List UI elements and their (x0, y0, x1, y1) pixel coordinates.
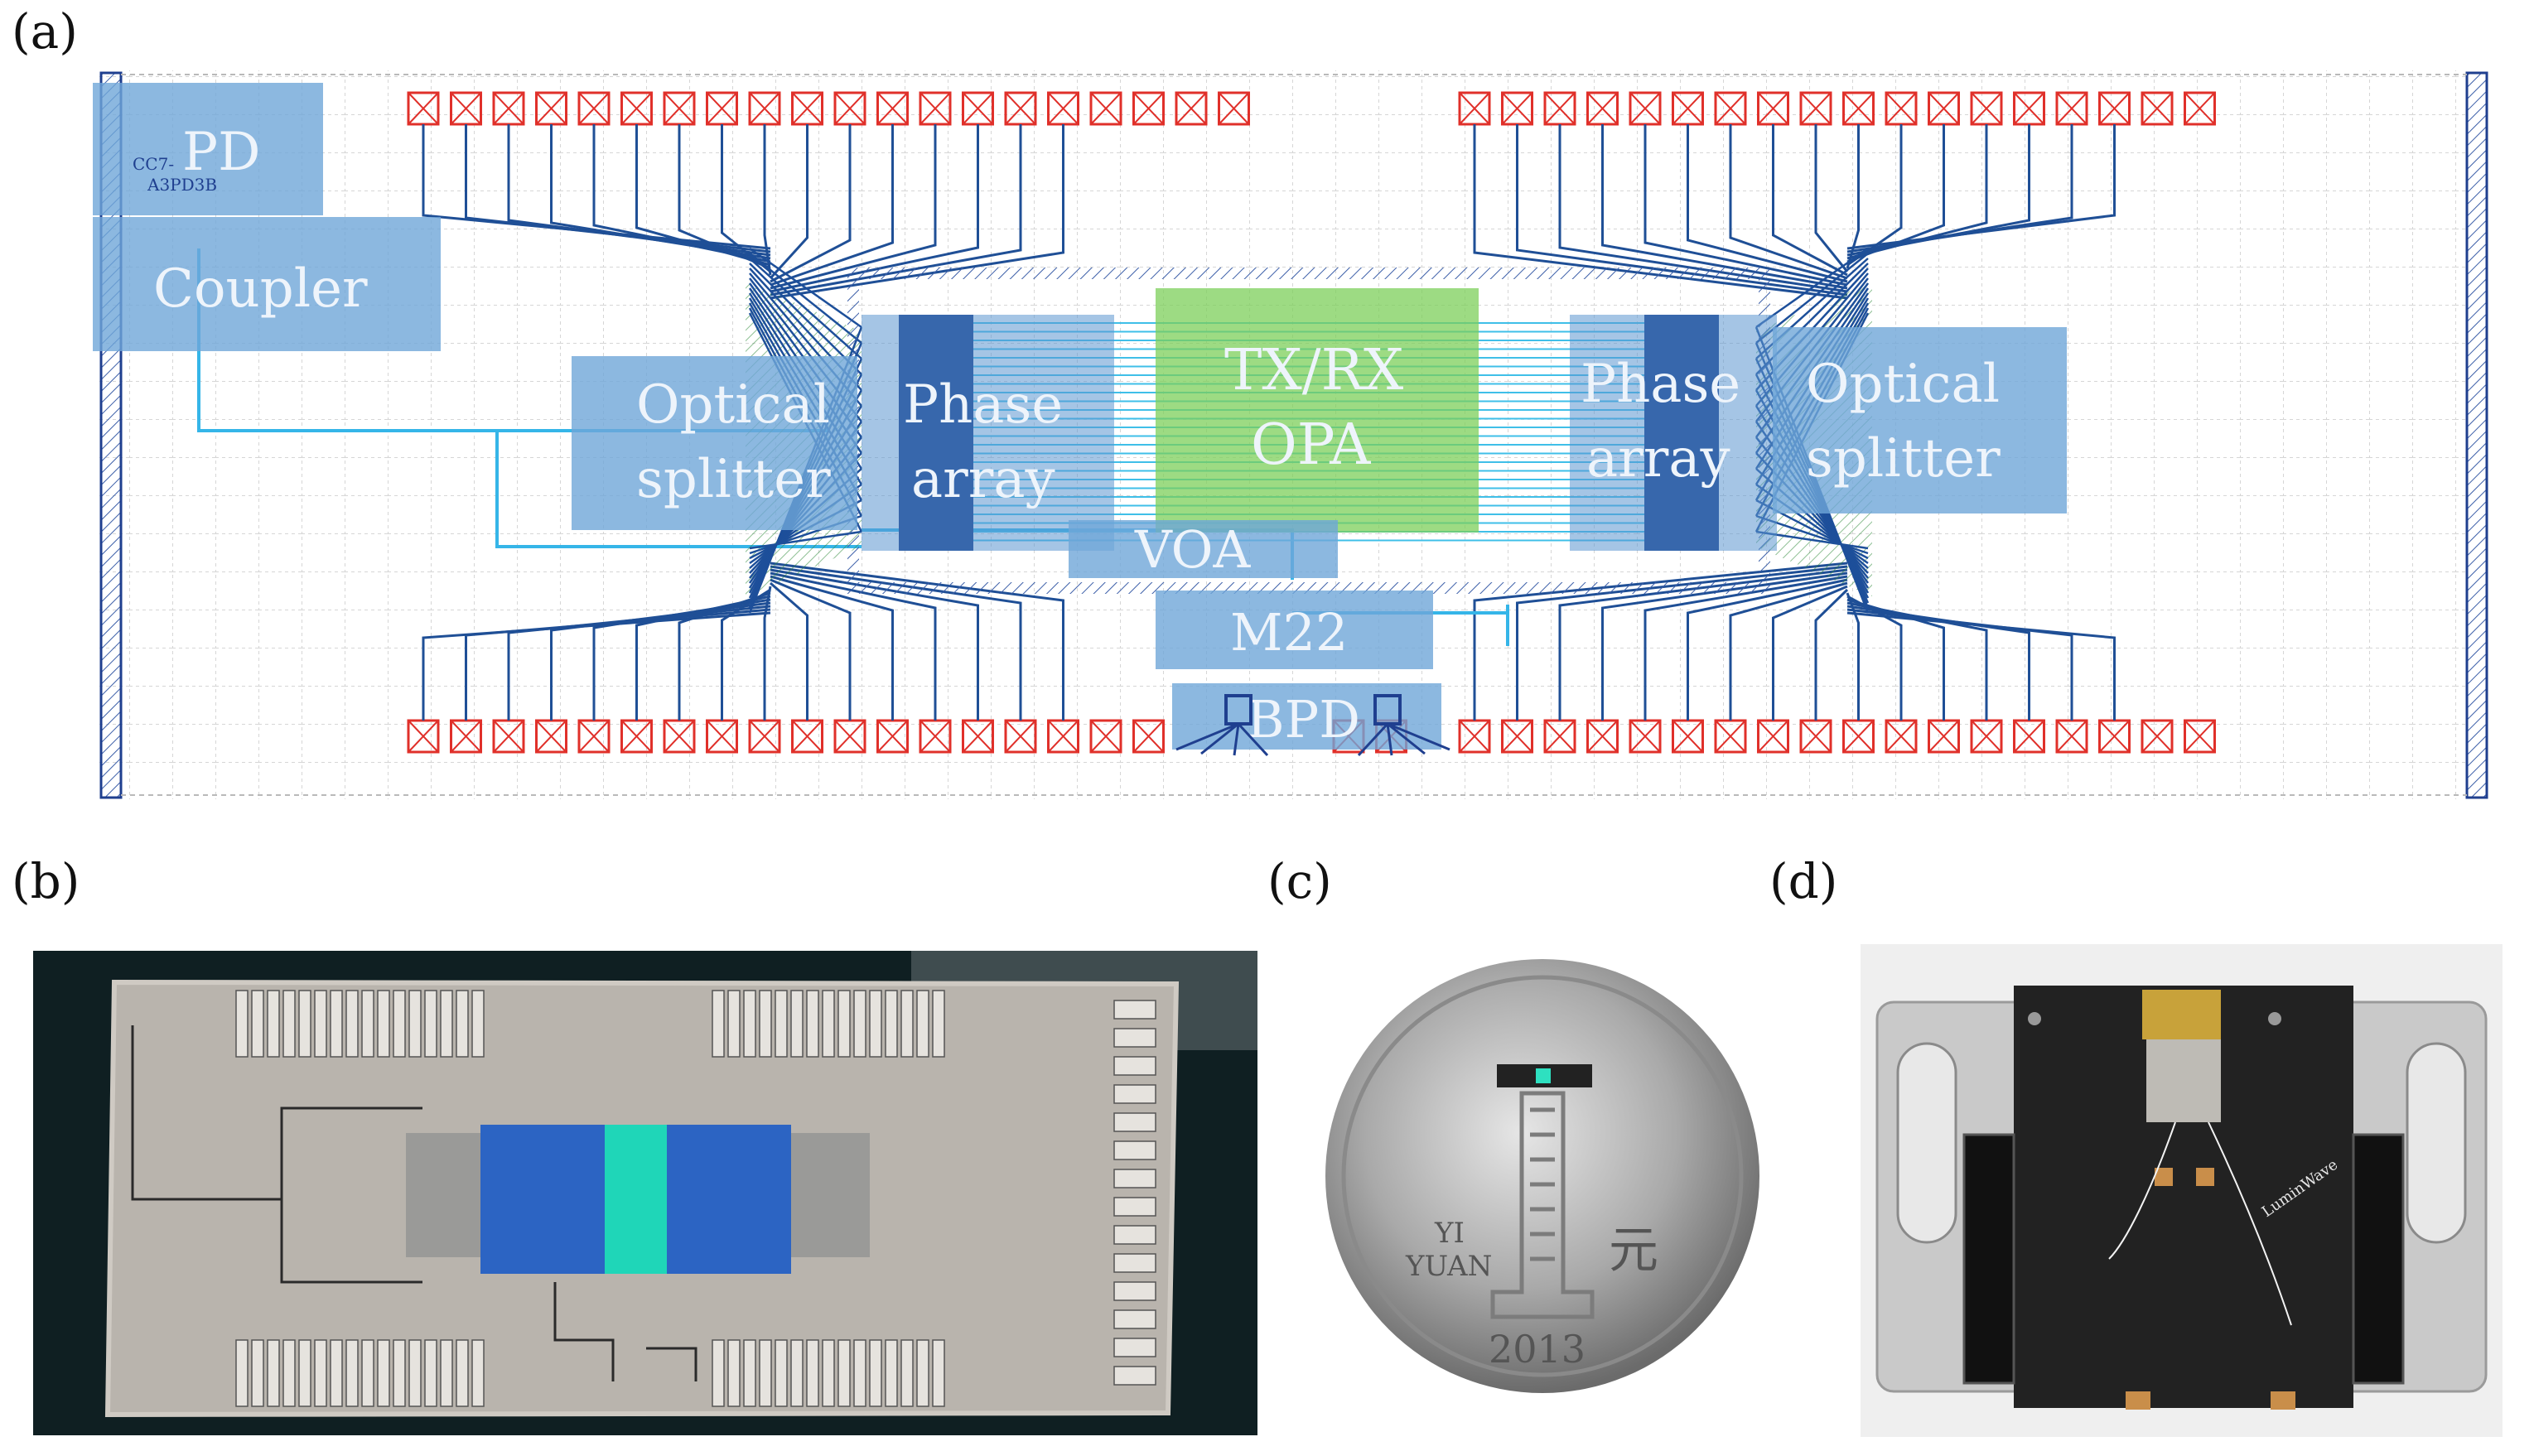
label-pd-logo-2: A3PD3B (147, 175, 217, 195)
label-right-optical: Optical (1806, 354, 2000, 415)
label-coupler: Coupler (153, 258, 368, 320)
coin-yuan-latin: YUAN (1405, 1250, 1492, 1283)
metal-routing (422, 124, 2116, 721)
bond-pad-bottom-right (2141, 719, 2174, 754)
pd-box (93, 83, 323, 215)
txrx-box (1156, 288, 1479, 533)
bond-pad-top-right (2184, 91, 2216, 126)
coin-year: 2013 (1489, 1327, 1586, 1372)
panel-label-d: (d) (1769, 853, 1838, 909)
bond-pad-bottom-left (1132, 719, 1165, 754)
label-right-phase: Phase (1581, 354, 1740, 415)
label-pd: PD (182, 122, 260, 183)
bond-pad-bottom-left (1089, 719, 1122, 754)
panel-label-c: (c) (1267, 853, 1332, 909)
label-left-splitter: splitter (636, 449, 831, 510)
label-right-array: array (1586, 428, 1730, 489)
label-right-splitter: splitter (1806, 428, 2001, 489)
left-phase-box (862, 315, 1114, 551)
left-splitter-box (572, 356, 857, 530)
bond-pad-top-right (2141, 91, 2174, 126)
bond-pad-top-left (1132, 91, 1165, 126)
coin-photo: YI YUAN 元 2013 (1325, 959, 1759, 1393)
label-voa: VOA (1134, 519, 1252, 580)
panel-label-b: (b) (12, 853, 80, 909)
label-left-optical: Optical (636, 374, 830, 436)
board-photo: LuminWave (1861, 944, 2503, 1437)
photo-opa (605, 1125, 667, 1274)
bond-pad-bottom-right (2184, 719, 2216, 754)
label-m22: M22 (1230, 602, 1348, 663)
bpd-fan-wires (1175, 722, 1450, 757)
coin-numeral-one (1490, 1091, 1595, 1319)
bond-pad-top-left (1175, 91, 1208, 126)
label-pd-logo-1: CC7- (133, 154, 174, 174)
coin-yi: YI (1434, 1217, 1465, 1250)
label-bpd: BPD (1247, 689, 1360, 750)
photo-right-column-pads (1113, 1000, 1156, 1386)
m22-box (1156, 591, 1433, 669)
label-txrx: TX/RX (1224, 338, 1404, 403)
voa-box (1069, 520, 1338, 578)
connector-right (2352, 1133, 2405, 1385)
bond-pad-bottom-right (1629, 719, 1662, 754)
coin-yuan-cn: 元 (1609, 1222, 1658, 1280)
label-left-array: array (911, 449, 1055, 510)
photo-pads (235, 990, 945, 1407)
bond-pad-top-left (1089, 91, 1122, 126)
connector-left (1962, 1133, 2015, 1385)
coupler-box (93, 217, 441, 351)
bond-pad-top-left (1218, 91, 1250, 126)
right-rail (2465, 71, 2488, 799)
panel-label-a: (a) (12, 3, 78, 60)
chip-layout-diagram: PD CC7- A3PD3B Coupler Optical splitter … (93, 70, 2488, 799)
right-phase-box (1570, 315, 1777, 551)
coin-body (1325, 959, 1759, 1393)
photo-phase-left (480, 1125, 605, 1274)
bond-pad-top-right (2013, 91, 2045, 126)
label-opa: OPA (1251, 412, 1371, 478)
right-splitter-box (1773, 327, 2067, 513)
chip-carrier (2146, 1039, 2221, 1122)
label-left-phase: Phase (903, 374, 1063, 436)
photo-phase-right (667, 1125, 791, 1274)
chip-photo (33, 951, 1257, 1435)
gold-mount (2142, 990, 2221, 1039)
